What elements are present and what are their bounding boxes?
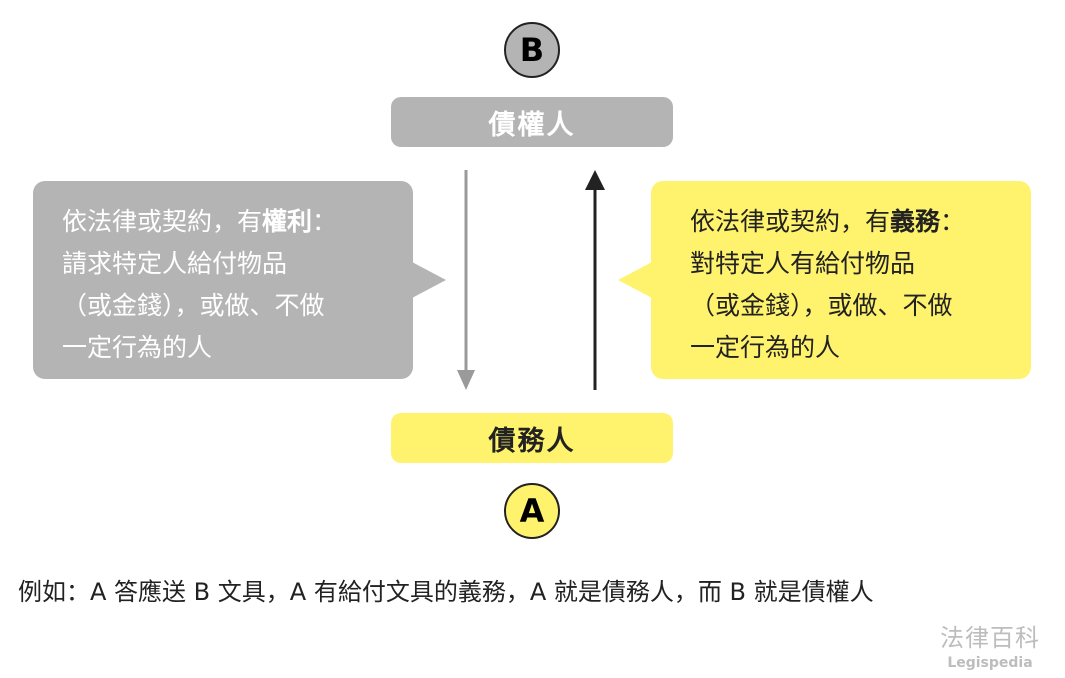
- text: ：: [312, 207, 338, 236]
- down-arrow-head: [457, 370, 475, 390]
- bubble-line: 對特定人有給付物品: [690, 249, 916, 278]
- bubble-tail: [412, 262, 446, 298]
- example-text: 例如：A 答應送 B 文具，A 有給付文具的義務，A 就是債務人，而 B 就是債…: [18, 578, 874, 606]
- creditor-circle-b: B: [504, 22, 560, 78]
- debtor-box: 債務人: [391, 413, 673, 463]
- text: 依法律或契約，有: [62, 207, 263, 236]
- up-arrow-head: [585, 170, 605, 190]
- text: ：: [940, 207, 966, 236]
- bubble-line: 一定行為的人: [62, 333, 213, 362]
- text: 依法律或契約，有: [690, 207, 891, 236]
- bold-term: 權利: [262, 207, 313, 236]
- bubble-line: （或金錢），或做、不做: [690, 291, 953, 320]
- creditor-box: 債權人: [391, 97, 673, 147]
- bubble-line: 請求特定人給付物品: [62, 249, 288, 278]
- bubble-line: 依法律或契約，有權利：: [62, 201, 413, 243]
- debtor-definition-bubble: 依法律或契約，有義務： 對特定人有給付物品 （或金錢），或做、不做 一定行為的人: [651, 181, 1031, 379]
- bubble-line: 依法律或契約，有義務：: [690, 201, 1031, 243]
- logo-en: Legispedia: [947, 655, 1033, 671]
- creditor-definition-bubble: 依法律或契約，有權利： 請求特定人給付物品 （或金錢），或做、不做 一定行為的人: [33, 181, 413, 379]
- debtor-circle-a: A: [504, 483, 560, 539]
- logo-zh: 法律百科: [940, 624, 1040, 652]
- bubble-tail: [618, 262, 652, 298]
- bold-term: 義務: [890, 207, 941, 236]
- bubble-line: 一定行為的人: [690, 333, 841, 362]
- bubble-line: （或金錢），或做、不做: [62, 291, 325, 320]
- legispedia-logo: 法律百科 Legispedia: [940, 618, 1040, 671]
